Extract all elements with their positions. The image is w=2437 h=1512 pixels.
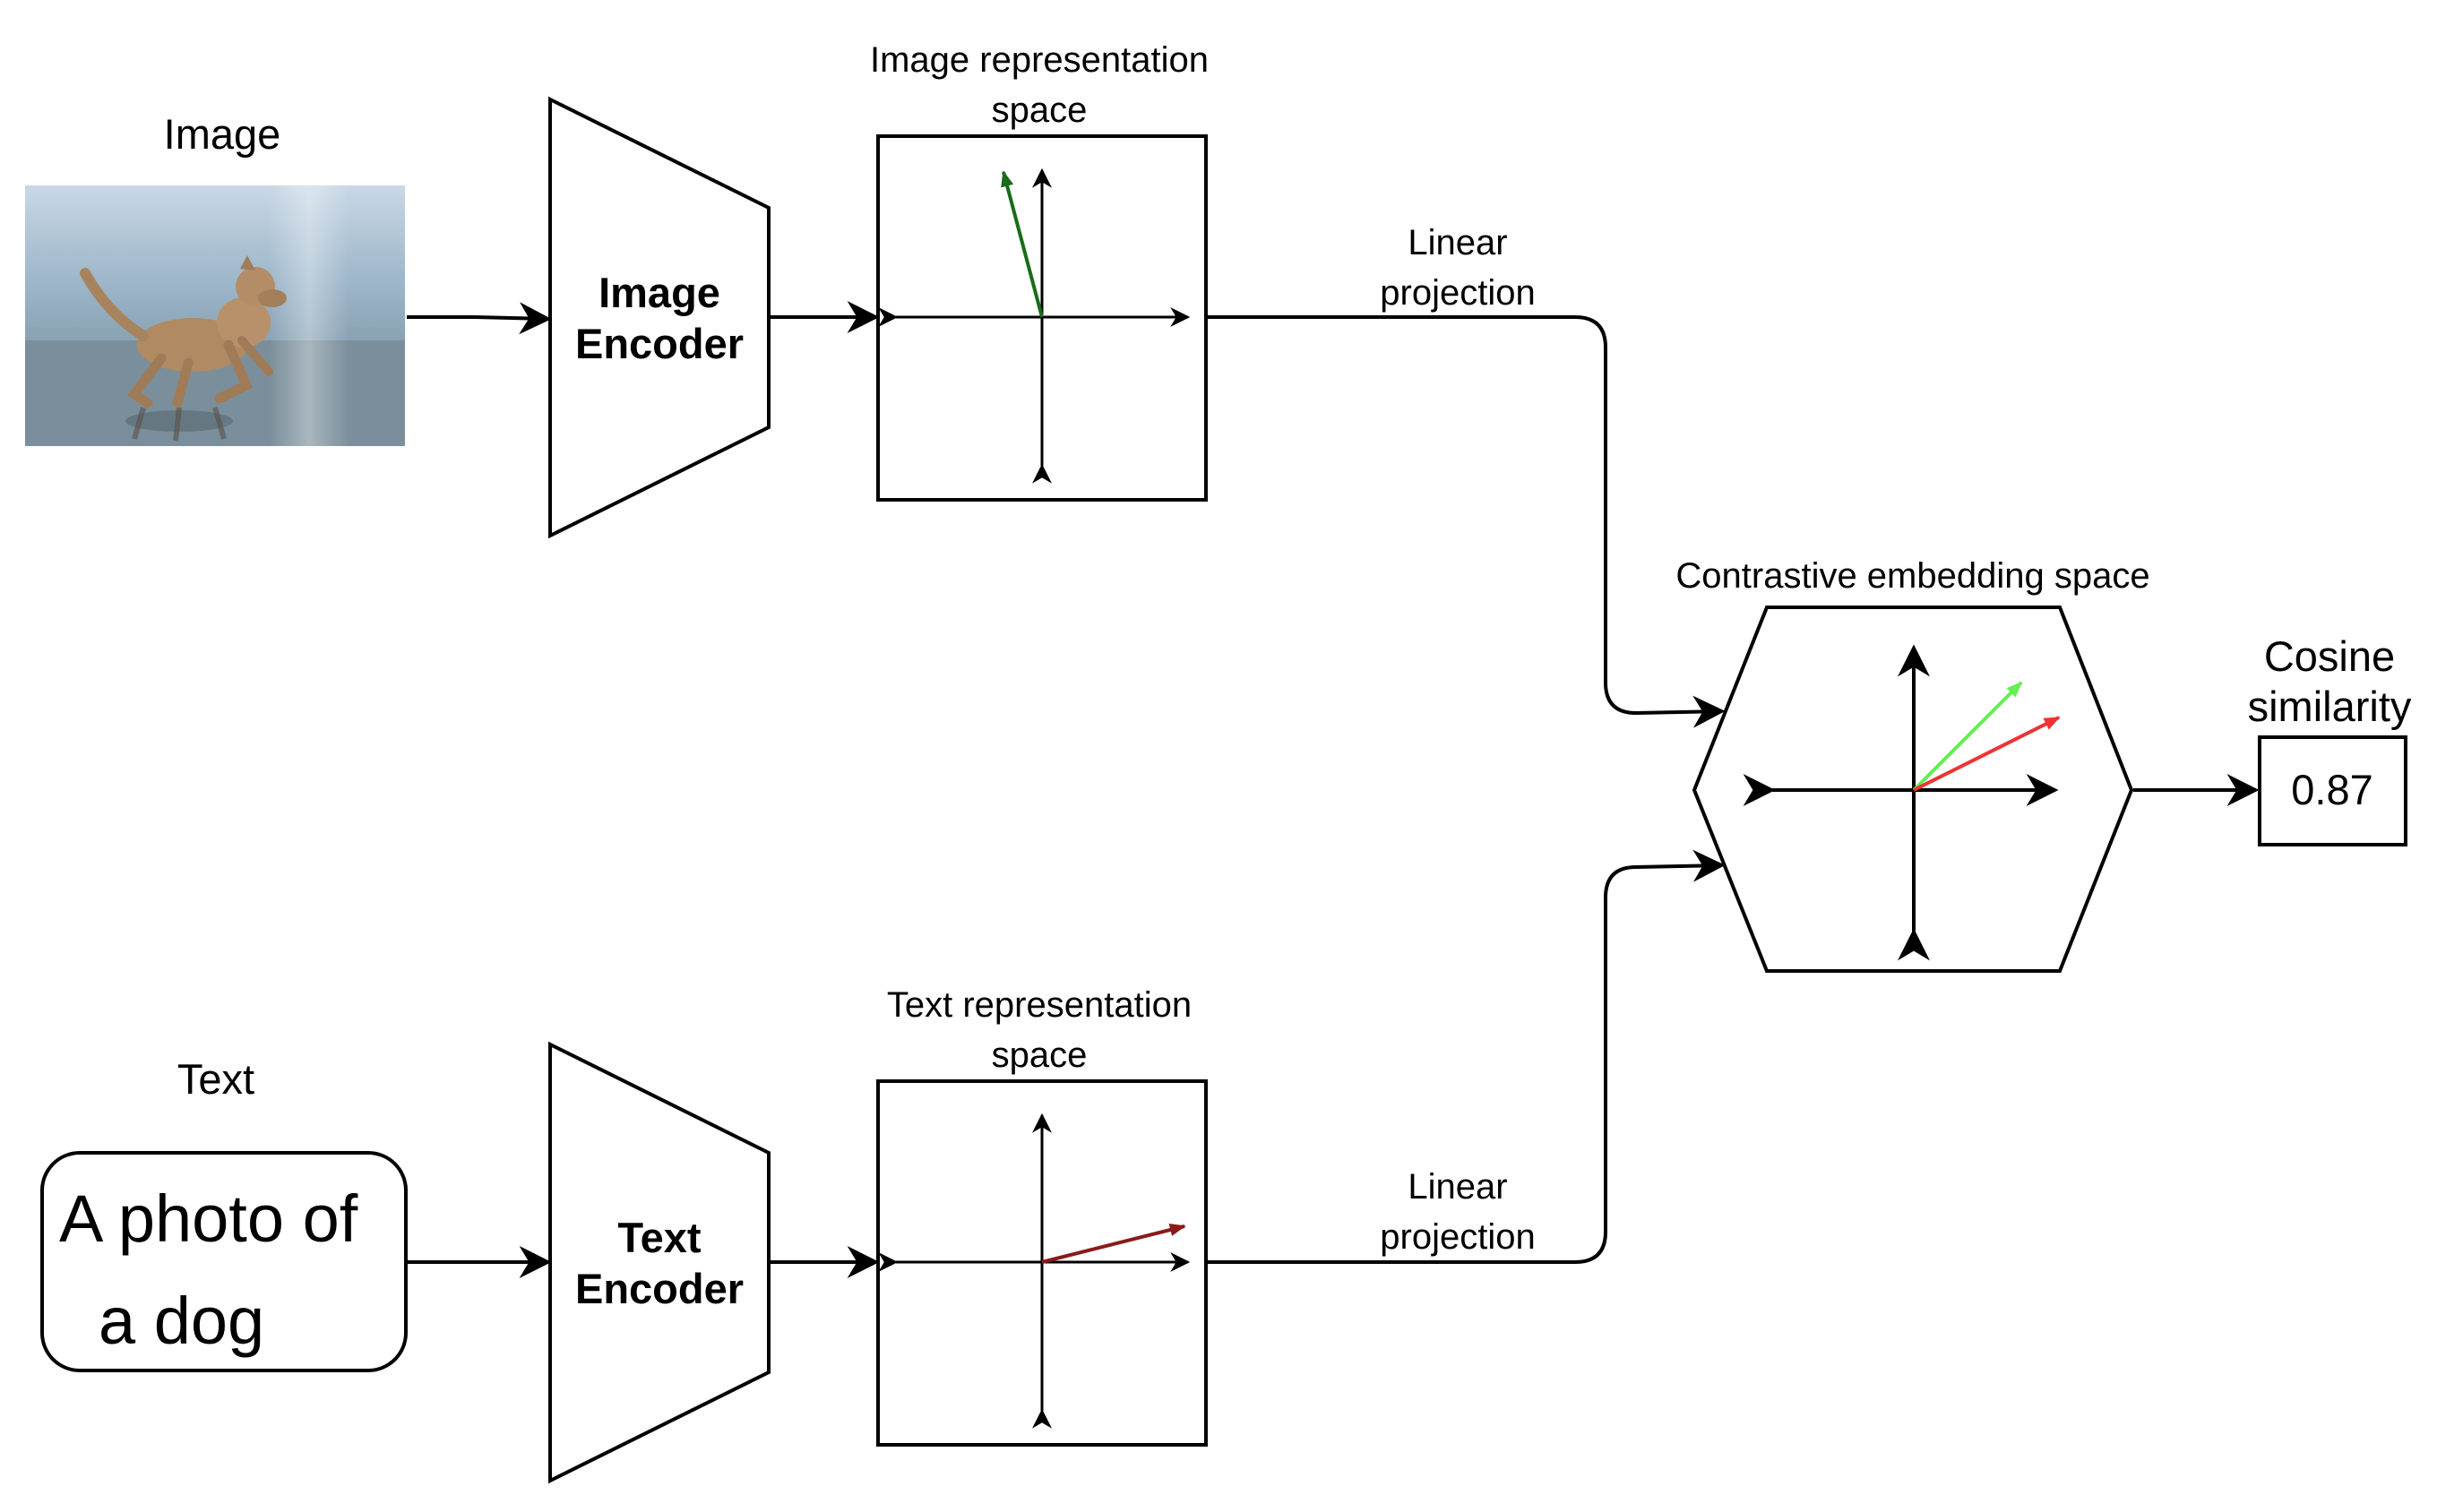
text-input-line2: a dog [99, 1284, 264, 1358]
image-space-title-line2: space [992, 90, 1088, 130]
top-projection-line2: projection [1380, 273, 1535, 313]
text-embedding-vector [1041, 1223, 1186, 1264]
text-input-box [40, 1151, 408, 1372]
image-embedding-vector [1001, 170, 1044, 318]
photo-to-encoder-arrow [407, 302, 552, 335]
cosine-value-box [2258, 735, 2407, 846]
bottom-projection-line2: projection [1380, 1217, 1535, 1257]
bottom-projection-connector [1208, 849, 1726, 1264]
text-input-line1: A photo of [59, 1181, 358, 1256]
cosine-value: 0.87 [2291, 766, 2372, 813]
image-encoder-line2: Encoder [575, 320, 744, 367]
bottom-projection-line1: Linear [1408, 1167, 1507, 1207]
cosine-title-line1: Cosine [2264, 632, 2395, 680]
text-space-title-line1: Text representation [887, 985, 1192, 1025]
contrastive-image-vector [1912, 681, 2023, 792]
top-projection-connector [1208, 315, 1726, 728]
text-encoder-shape [548, 1041, 771, 1484]
contrastive-space-title: Contrastive embedding space [1675, 556, 2149, 596]
cosine-title-line2: similarity [2248, 683, 2412, 730]
top-projection-line1: Linear [1408, 223, 1507, 262]
text-space-title-line2: space [992, 1035, 1088, 1075]
image-space-title-line1: Image representation [870, 40, 1209, 80]
image-input-label: Image [164, 110, 281, 158]
text-input-label: Text [177, 1055, 254, 1103]
contrastive-text-vector [1913, 716, 2061, 792]
image-encoder-line1: Image [598, 269, 720, 316]
text-encoder-line1: Text [617, 1214, 701, 1261]
image-encoder-shape [548, 96, 771, 539]
dog-photo [25, 185, 405, 446]
text-encoder-line2: Encoder [575, 1265, 744, 1312]
